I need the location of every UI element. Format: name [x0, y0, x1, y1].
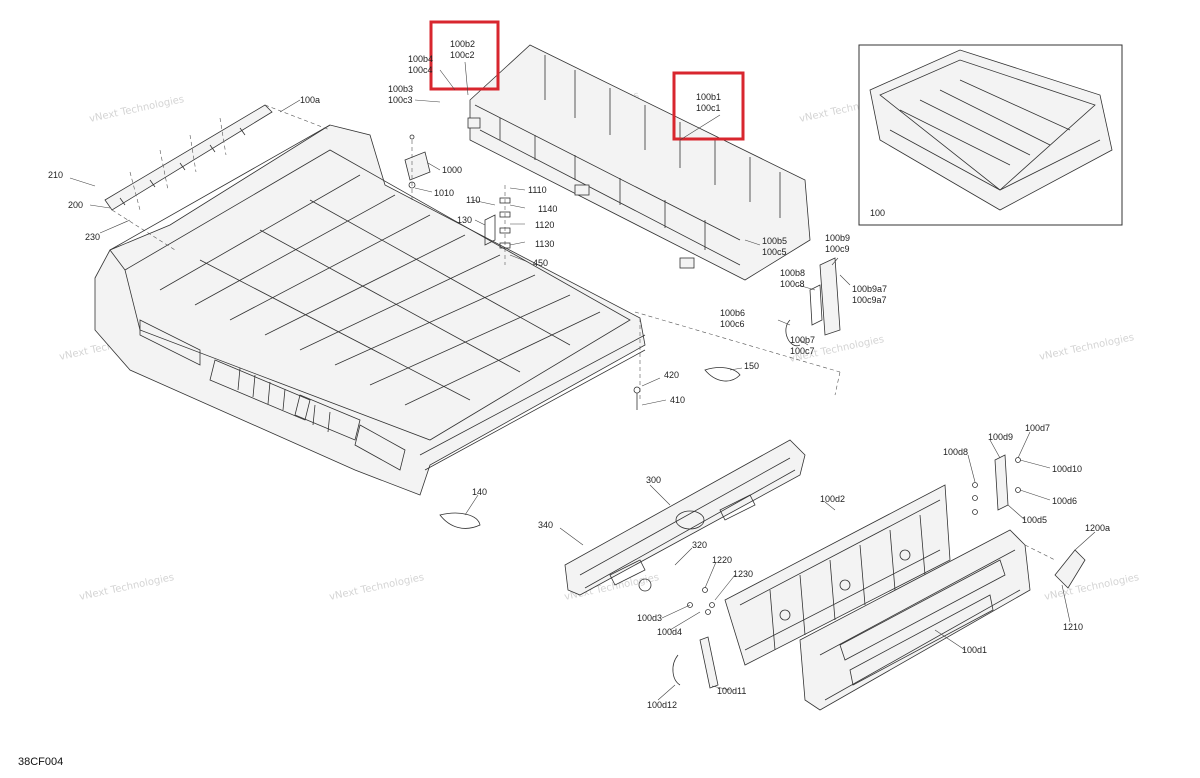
part-label: 100d2 [820, 494, 845, 504]
part-label: 100c3 [388, 95, 413, 105]
part-label: 100d12 [647, 700, 677, 710]
cargo-box-drawing [94, 124, 646, 496]
part-label: 100d6 [1052, 496, 1077, 506]
part-label: 1130 [535, 239, 554, 249]
part-label: 100c6 [720, 319, 745, 329]
inset-view [858, 44, 1123, 226]
part-label: 1000 [442, 165, 462, 175]
leader-lines [69, 61, 1096, 701]
part-label: 100c2 [450, 50, 475, 60]
part-label: 340 [538, 520, 553, 530]
hinge-drawing [672, 454, 1086, 689]
part-label: 100d3 [637, 613, 662, 623]
part-label: 1200a [1085, 523, 1110, 533]
part-label: 130 [457, 215, 472, 225]
part-label: 100b2 [450, 39, 475, 49]
part-label: 100c1 [696, 103, 721, 113]
tailgate-cap-drawing [564, 439, 806, 596]
part-label: 110 [466, 195, 480, 205]
part-label: 100d11 [717, 686, 746, 696]
part-label: 1140 [538, 204, 557, 214]
part-label: 1010 [434, 188, 454, 198]
part-label: 100d4 [657, 627, 682, 637]
part-label: 100d5 [1022, 515, 1047, 525]
part-label: 100c9 [825, 244, 850, 254]
part-label: 150 [744, 361, 759, 371]
part-label: 200 [68, 200, 83, 210]
part-label: 100b8 [780, 268, 805, 278]
part-label: 1120 [535, 220, 554, 230]
part-label: 230 [85, 232, 100, 242]
part-label: 100 [870, 208, 885, 218]
part-label: 100d7 [1025, 423, 1050, 433]
part-label: 100a [300, 95, 320, 105]
part-label: 420 [664, 370, 679, 380]
part-label: 100d9 [988, 432, 1013, 442]
part-label: 1210 [1063, 622, 1083, 632]
highlight-box [672, 71, 745, 141]
part-label: 100c9a7 [852, 295, 887, 305]
part-label: 450 [533, 258, 548, 268]
part-label: 210 [48, 170, 63, 180]
front-panel-drawing [467, 44, 811, 281]
part-label: 410 [670, 395, 685, 405]
part-label: 100b7 [790, 335, 815, 345]
part-label: 100b5 [762, 236, 787, 246]
tailgate-inner-drawing [724, 484, 951, 666]
figure-code: 38CF004 [18, 756, 63, 768]
part-label: 100b6 [720, 308, 745, 318]
part-label: 100c7 [790, 346, 815, 356]
part-label: 300 [646, 475, 661, 485]
watermark: vNext Technologies [328, 572, 425, 603]
part-label: 100c8 [780, 279, 805, 289]
highlight-box [429, 20, 500, 91]
bracket-drawing [404, 134, 841, 529]
part-label: 1220 [712, 555, 732, 565]
watermark: vNext Technologies [78, 572, 175, 603]
part-label: 100b1 [696, 92, 721, 102]
part-labels: 100a 100b3 100c3 100b4 100c4 100b2 100c2… [48, 39, 1110, 710]
part-label: 320 [692, 540, 707, 550]
part-label: 100c5 [762, 247, 787, 257]
watermark: vNext Technologies [88, 94, 185, 125]
part-label: 100b9a7 [852, 284, 887, 294]
part-label: 100b4 [408, 54, 433, 64]
side-rail-drawing [104, 104, 331, 251]
part-label: 100c4 [408, 65, 433, 75]
part-label: 100d10 [1052, 464, 1082, 474]
part-label: 1230 [733, 569, 753, 579]
watermark: vNext Technologies [1038, 332, 1135, 363]
part-label: 1110 [528, 185, 547, 195]
part-label: 100d8 [943, 447, 968, 457]
part-label: 140 [472, 487, 487, 497]
part-label: 100b9 [825, 233, 850, 243]
part-label: 100b3 [388, 84, 413, 94]
part-label: 100d1 [962, 645, 987, 655]
tailgate-outer-drawing [799, 529, 1031, 711]
